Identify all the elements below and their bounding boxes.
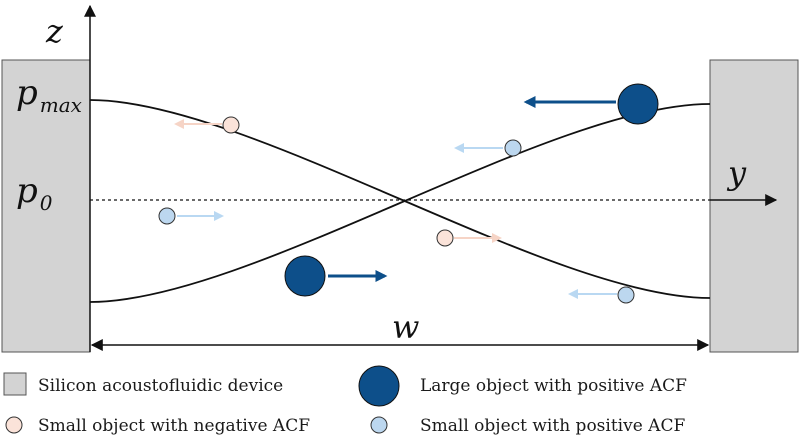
small-negative-acf-particle-icon bbox=[5, 416, 23, 434]
pressure-curve-ascending bbox=[89, 103, 711, 303]
right-silicon-wall bbox=[709, 59, 799, 353]
width-label: w bbox=[392, 308, 419, 346]
large-positive-acf-particle-icon bbox=[358, 365, 400, 407]
large-positive-acf-particle-icon bbox=[284, 255, 326, 297]
y-axis-label: y bbox=[726, 154, 747, 192]
small-positive-acf-particle-icon bbox=[370, 416, 388, 434]
large-positive-acf-particle-icon bbox=[617, 83, 659, 125]
small-negative-acf-particle-icon bbox=[436, 229, 454, 247]
silicon-device-wall-icon bbox=[3, 372, 27, 396]
left-silicon-wall bbox=[1, 59, 91, 353]
small-negative-acf-particle-icon bbox=[222, 116, 240, 134]
legend-small-negative-label: Small object with negative ACF bbox=[38, 416, 310, 436]
legend: Silicon acoustofluidic device Large obje… bbox=[3, 365, 687, 436]
pressure-curve-descending bbox=[89, 99, 711, 299]
legend-large-positive-label: Large object with positive ACF bbox=[420, 376, 687, 396]
legend-small-positive-label: Small object with positive ACF bbox=[420, 416, 685, 436]
z-axis-label: z bbox=[45, 12, 64, 50]
small-positive-acf-particle-icon bbox=[504, 139, 522, 157]
small-positive-acf-particle-icon bbox=[617, 286, 635, 304]
legend-device-label: Silicon acoustofluidic device bbox=[38, 376, 283, 396]
small-positive-acf-particle-icon bbox=[158, 207, 176, 225]
